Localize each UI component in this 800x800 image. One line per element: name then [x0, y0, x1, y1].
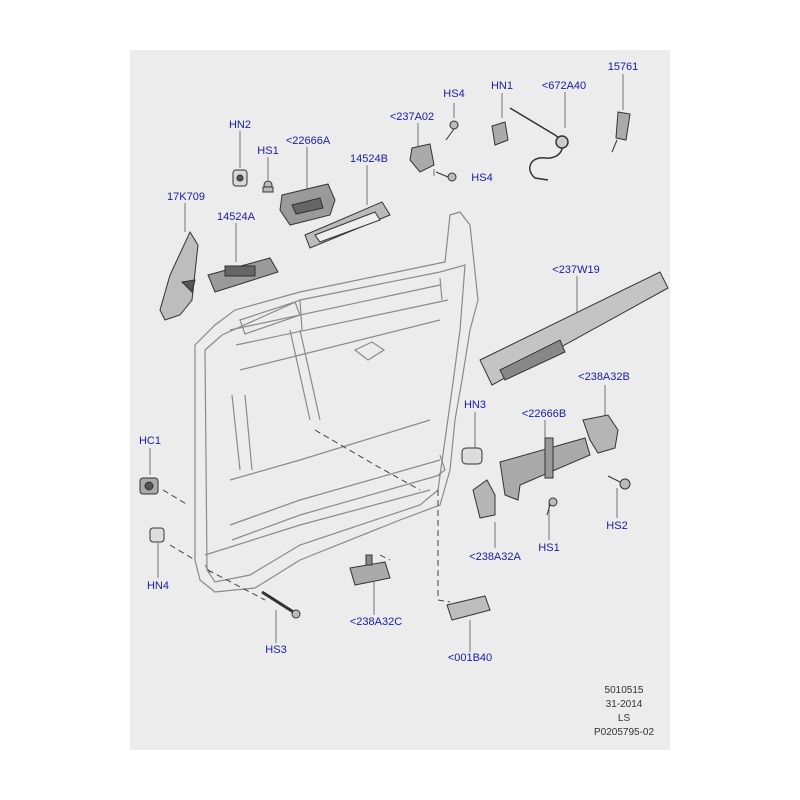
diagram-panel: [130, 50, 670, 750]
hs4-screw-mid: [435, 171, 457, 182]
callout-hs4-top: HS4: [443, 88, 465, 100]
callout-672a40: <672A40: [541, 80, 587, 92]
callout-17k709: 17K709: [167, 191, 205, 203]
callout-hn2: HN2: [228, 119, 252, 131]
callout-22666a: <22666A: [285, 135, 331, 147]
trim-17k709: [159, 230, 199, 321]
hs3-bolt: [261, 590, 301, 619]
callout-hs1-bottom: HS1: [538, 542, 560, 554]
callout-14524b: 14524B: [350, 153, 388, 165]
cap-238a32b: [582, 414, 619, 454]
switch-frame-b: [304, 201, 391, 249]
callout-14524a: 14524A: [217, 211, 255, 223]
pad-001b40: [446, 595, 491, 621]
cable-672a40: [509, 107, 569, 181]
hn1-clip: [491, 121, 509, 146]
hn2-clip: [232, 169, 248, 187]
callout-001b40: <001B40: [447, 652, 493, 664]
bracket-237a02: [409, 143, 435, 173]
callout-hc1: HC1: [138, 435, 162, 447]
hs1-screw-bottom: [546, 497, 558, 516]
reference-drawing-number: P0205795-02: [593, 727, 655, 738]
callout-238a32a: <238A32A: [469, 551, 521, 563]
reference-initials: LS: [617, 713, 631, 724]
parts: [139, 107, 669, 621]
callout-hn1: HN1: [490, 80, 514, 92]
callout-hs3: HS3: [265, 644, 287, 656]
callout-hn3: HN3: [463, 399, 487, 411]
hn4-clip: [149, 527, 165, 543]
connector-15761: [611, 111, 631, 153]
callout-hs2: HS2: [606, 520, 628, 532]
callout-238a32b: <238A32B: [578, 371, 630, 383]
latch-238a32c: [349, 554, 391, 586]
callout-hn4: HN4: [146, 580, 170, 592]
switch-pack-a: [207, 257, 279, 293]
hs4-screw-top: [445, 120, 459, 141]
handle-22666b: [499, 437, 591, 501]
callout-15761: 15761: [607, 61, 639, 73]
callout-hs1-top: HS1: [257, 145, 279, 157]
cap-238a32a: [472, 479, 496, 519]
reference-date: 31-2014: [605, 699, 643, 710]
handle-bezel-a: [279, 183, 336, 226]
callout-22666b: <22666B: [521, 408, 567, 420]
hc1-clip: [139, 477, 159, 495]
callout-237w19: <237W19: [552, 264, 600, 276]
callout-237a02: <237A02: [389, 111, 435, 123]
hs2-screw: [607, 475, 631, 490]
hs1-screw-top: [262, 180, 274, 193]
trim-strip-237w19: [479, 271, 669, 386]
dashed-leaders: [162, 429, 451, 603]
door-trim-panel: [194, 211, 479, 593]
callout-238a32c: <238A32C: [349, 616, 403, 628]
reference-code: 5010515: [604, 685, 644, 696]
callout-hs4-mid: HS4: [471, 172, 493, 184]
hn3-clip: [461, 447, 483, 465]
